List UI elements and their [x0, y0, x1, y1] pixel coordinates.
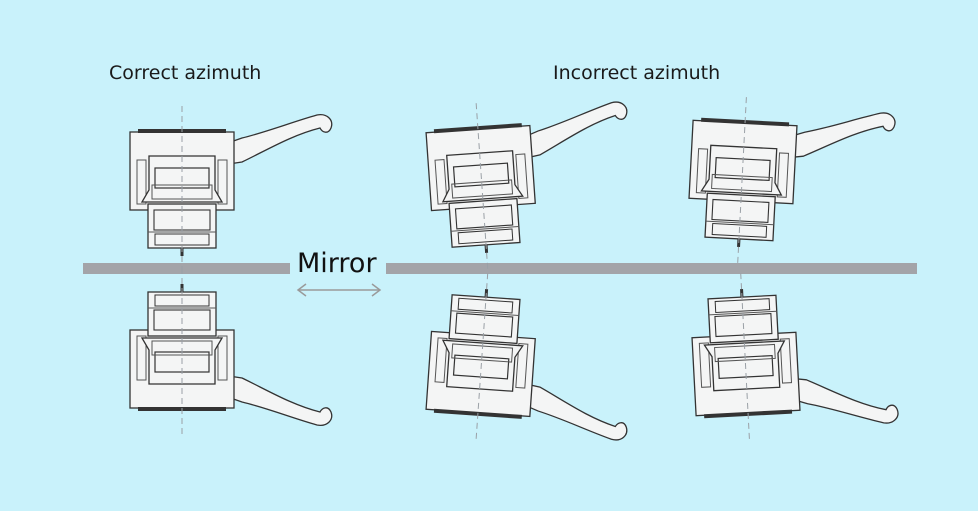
incorrect-azimuth-label: Incorrect azimuth — [553, 62, 721, 84]
cartridge-headshell-icon — [687, 260, 900, 443]
mirror-bar-left — [83, 263, 290, 274]
cartridge-headshell-icon — [129, 105, 333, 277]
mirror-label: Mirror — [297, 248, 377, 279]
correct-azimuth-label: Correct azimuth — [109, 62, 262, 84]
double-arrow-icon — [296, 283, 382, 297]
mirror-bar-right — [386, 263, 917, 274]
cartridge-headshell-icon — [684, 93, 897, 276]
cartridge-headshell-icon — [423, 264, 638, 450]
cartridge-headshell-icon — [423, 92, 638, 278]
